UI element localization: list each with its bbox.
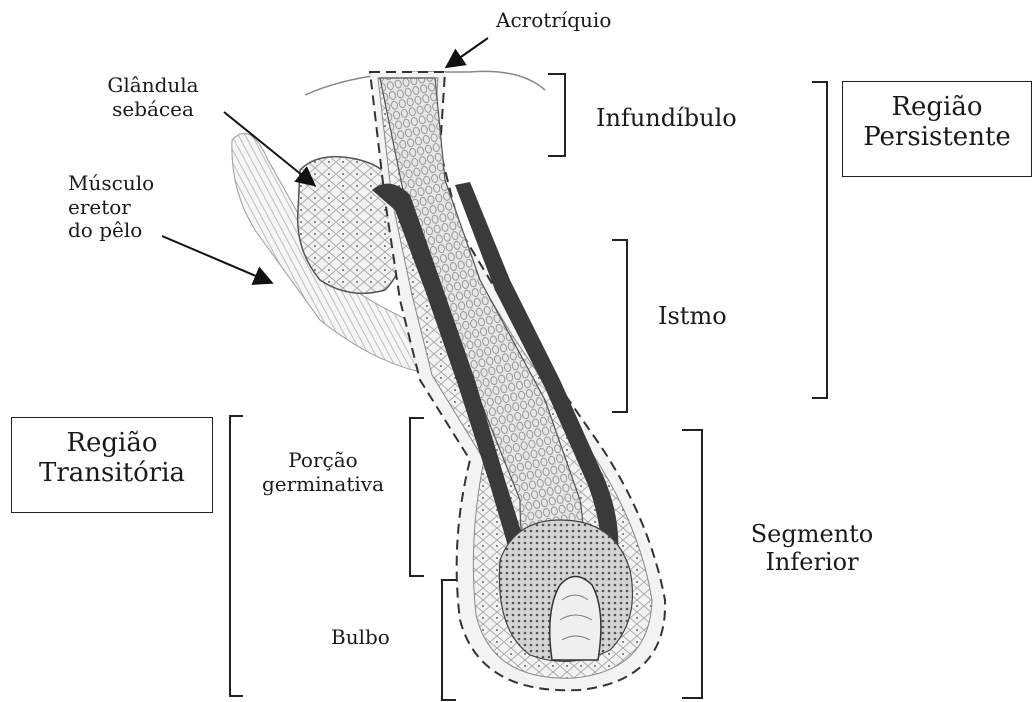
bracket-porcao	[410, 418, 424, 576]
bracket-infundibulo	[548, 74, 565, 156]
label-bulbo: Bulbo	[331, 626, 390, 650]
label-musculo-eretor: Músculo eretor do pêlo	[68, 172, 154, 243]
bracket-bulbo	[442, 580, 456, 700]
label-porcao-germinativa: Porção germinativa	[238, 449, 408, 496]
label-istmo: Istmo	[658, 302, 727, 330]
bracket-istmo	[612, 240, 627, 412]
arrow-acrotriquio	[448, 38, 488, 66]
bracket-segmento	[682, 430, 702, 698]
box-regiao-persistente: Região Persistente	[842, 81, 1032, 177]
arrow-musculo	[162, 236, 270, 282]
label-infundibulo: Infundíbulo	[596, 104, 737, 132]
label-acrotriquio: Acrotríquio	[496, 9, 611, 33]
label-segmento-inferior: Segmento Inferior	[732, 520, 892, 577]
bracket-persistente	[812, 82, 827, 398]
dermal-papilla	[550, 577, 601, 661]
box-regiao-transitoria: Região Transitória	[11, 417, 213, 513]
label-glandula-sebacea: Glândula sebácea	[78, 74, 228, 121]
